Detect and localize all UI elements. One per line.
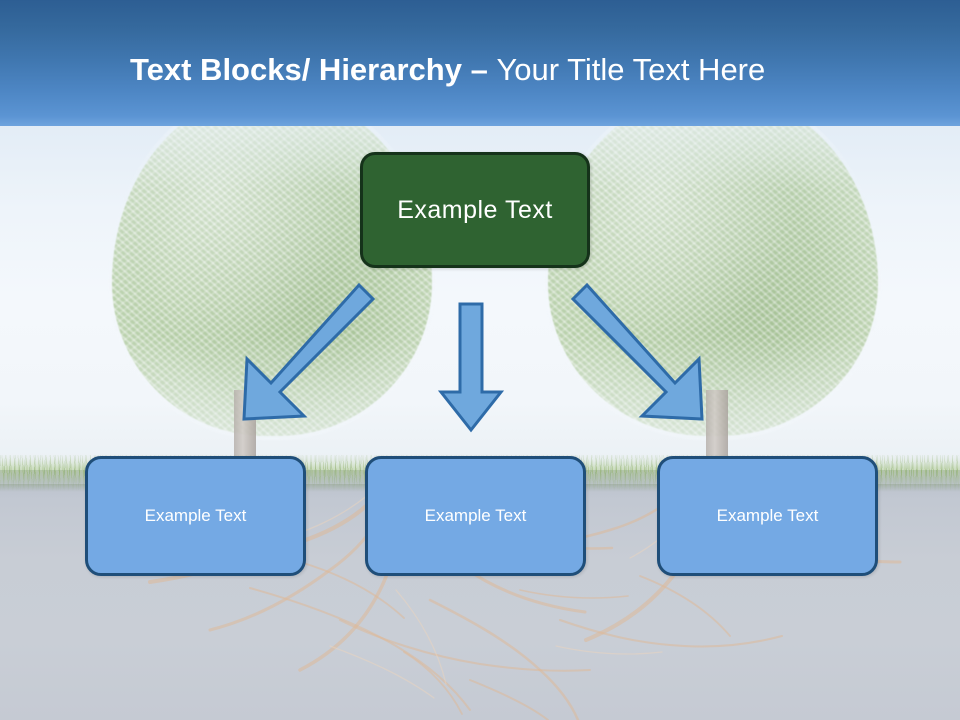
page-title-light: Your Title Text Here <box>496 52 766 87</box>
arrow-down-shape <box>437 302 505 433</box>
arrow-down-left-icon <box>242 282 376 421</box>
node-root[interactable]: Example Text <box>360 152 590 268</box>
node-root-label: Example Text <box>397 195 553 224</box>
title-banner: Text Blocks/ Hierarchy – Your Title Text… <box>0 0 960 126</box>
page-title-strong: Text Blocks/ Hierarchy – <box>130 52 497 87</box>
arrow-down-left-shape <box>242 282 376 421</box>
arrow-down-right-shape <box>570 282 704 421</box>
page-title: Text Blocks/ Hierarchy – Your Title Text… <box>130 50 765 90</box>
arrow-down-icon <box>437 302 505 433</box>
node-child-2-label: Example Text <box>424 506 527 525</box>
node-child-3[interactable]: Example Text <box>657 456 878 576</box>
node-child-3-label: Example Text <box>716 506 819 525</box>
node-child-1-label: Example Text <box>144 506 247 525</box>
node-child-1[interactable]: Example Text <box>85 456 306 576</box>
node-child-2[interactable]: Example Text <box>365 456 586 576</box>
arrow-down-right-icon <box>570 282 704 421</box>
